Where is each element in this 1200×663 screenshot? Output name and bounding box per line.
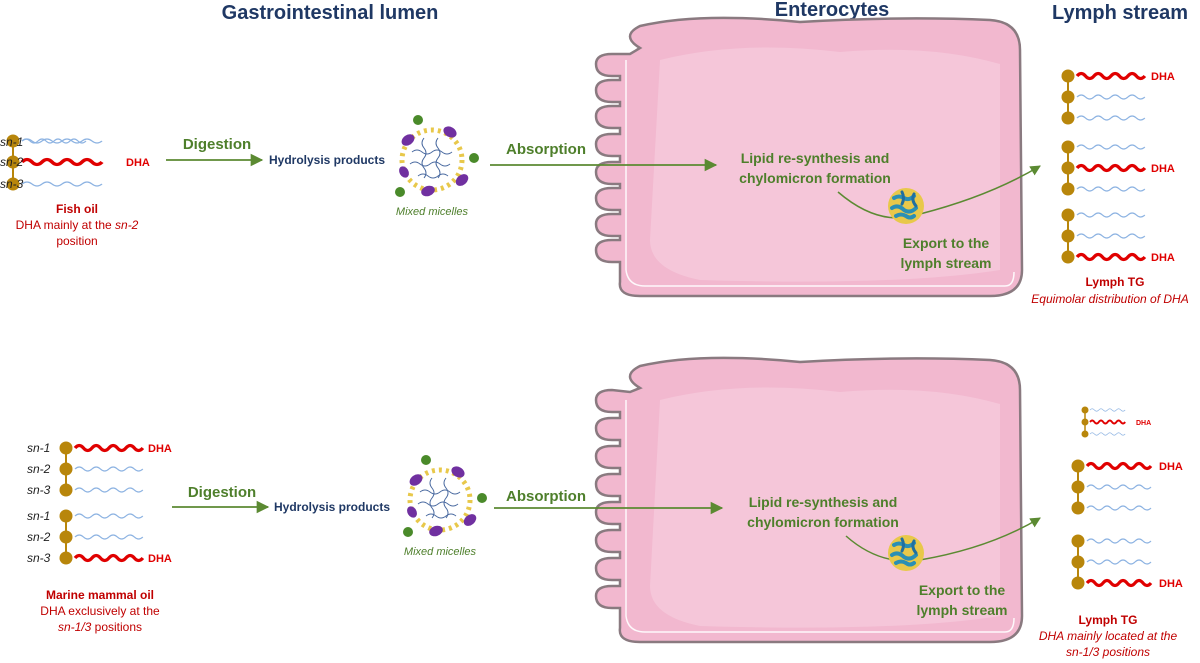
- header-gastrointestinal-lumen: Gastrointestinal lumen: [222, 2, 439, 24]
- resynthesis-label-bottom-2: chylomicron formation: [747, 514, 899, 530]
- absorption-label-top: Absorption: [506, 141, 586, 158]
- enterocyte-cell-top: [594, 16, 1024, 298]
- source-title-top: Fish oil: [56, 202, 98, 216]
- dha-label-lymph-top-3: DHA: [1151, 252, 1175, 264]
- lymph-tg-top: [1061, 69, 1147, 264]
- header-lymph-stream: Lymph stream: [1052, 2, 1188, 24]
- lymph-molecule-bottom-1: [1071, 459, 1153, 515]
- export-label-top-2: lymph stream: [900, 255, 991, 271]
- source-desc-bottom: DHA exclusively at the: [40, 604, 160, 618]
- micelles-label-bottom: Mixed micelles: [404, 546, 477, 558]
- mixed-micelle-top: [395, 115, 479, 198]
- resynthesis-label-top-2: chylomicron formation: [739, 170, 891, 186]
- sn2-label-bottom-a: sn-2: [27, 462, 51, 476]
- lymph-molecule-top-1: [1061, 69, 1147, 125]
- source-desc-top: DHA mainly at the sn-2: [16, 218, 139, 232]
- dha-label-lymph-bottom-small: DHA: [1136, 420, 1151, 427]
- mixed-micelle-bottom: [403, 455, 487, 538]
- sn3-label-bottom-a: sn-3: [27, 483, 51, 497]
- sn3-label-top: sn-3: [0, 177, 24, 191]
- export-label-top-1: Export to the: [903, 235, 990, 251]
- dha-label-lymph-top-1: DHA: [1151, 71, 1175, 83]
- lymph-molecule-top-3: [1061, 208, 1147, 264]
- digestion-label-top: Digestion: [183, 136, 251, 153]
- header-enterocytes: Enterocytes: [775, 0, 890, 21]
- lymph-molecule-bottom-small: [1081, 406, 1127, 438]
- source-triglyceride-top: [6, 134, 104, 191]
- chylomicron-bottom: [886, 533, 926, 573]
- sn2-label-bottom-b: sn-2: [27, 530, 51, 544]
- source-desc-top-line2: position: [56, 234, 97, 248]
- dha-label-bottom-sn3: DHA: [148, 553, 172, 565]
- lymph-molecule-bottom-2: [1071, 534, 1153, 590]
- source-desc-bottom-line2: sn-1/3 positions: [58, 620, 142, 634]
- export-label-bottom-2: lymph stream: [916, 602, 1007, 618]
- sn2-label-top: sn-2: [0, 155, 24, 169]
- lymph-title-top: Lymph TG: [1086, 275, 1145, 289]
- lymph-desc-top: Equimolar distribution of DHA: [1031, 292, 1188, 306]
- chylomicron-top: [886, 186, 926, 226]
- dha-label-top-sn2: DHA: [126, 157, 150, 169]
- sn1-label-bottom-b: sn-1: [27, 509, 50, 523]
- dha-label-lymph-top-2: DHA: [1151, 163, 1175, 175]
- dha-label-lymph-bottom-1: DHA: [1159, 461, 1183, 473]
- lymph-tg-bottom: [1071, 406, 1153, 590]
- dha-label-bottom-sn1: DHA: [148, 443, 172, 455]
- lymph-desc-bottom-2: sn-1/3 positions: [1066, 645, 1150, 659]
- lymph-title-bottom: Lymph TG: [1079, 613, 1138, 627]
- sn3-label-bottom-b: sn-3: [27, 551, 51, 565]
- hydrolysis-label-bottom: Hydrolysis products: [274, 500, 390, 514]
- source-title-bottom: Marine mammal oil: [46, 588, 154, 602]
- source-triglyceride-bottom: [59, 441, 145, 565]
- digestion-label-bottom: Digestion: [188, 484, 256, 501]
- export-label-bottom-1: Export to the: [919, 582, 1006, 598]
- sn1-label-top: sn-1: [0, 135, 23, 149]
- lymph-molecule-top-2: [1061, 140, 1147, 196]
- absorption-label-bottom: Absorption: [506, 488, 586, 505]
- sn1-label-bottom-a: sn-1: [27, 441, 50, 455]
- hydrolysis-label-top: Hydrolysis products: [269, 153, 385, 167]
- micelles-label-top: Mixed micelles: [396, 206, 469, 218]
- resynthesis-label-top-1: Lipid re-synthesis and: [741, 150, 890, 166]
- resynthesis-label-bottom-1: Lipid re-synthesis and: [749, 494, 898, 510]
- lymph-desc-bottom-1: DHA mainly located at the: [1039, 629, 1178, 643]
- dha-label-lymph-bottom-2: DHA: [1159, 578, 1183, 590]
